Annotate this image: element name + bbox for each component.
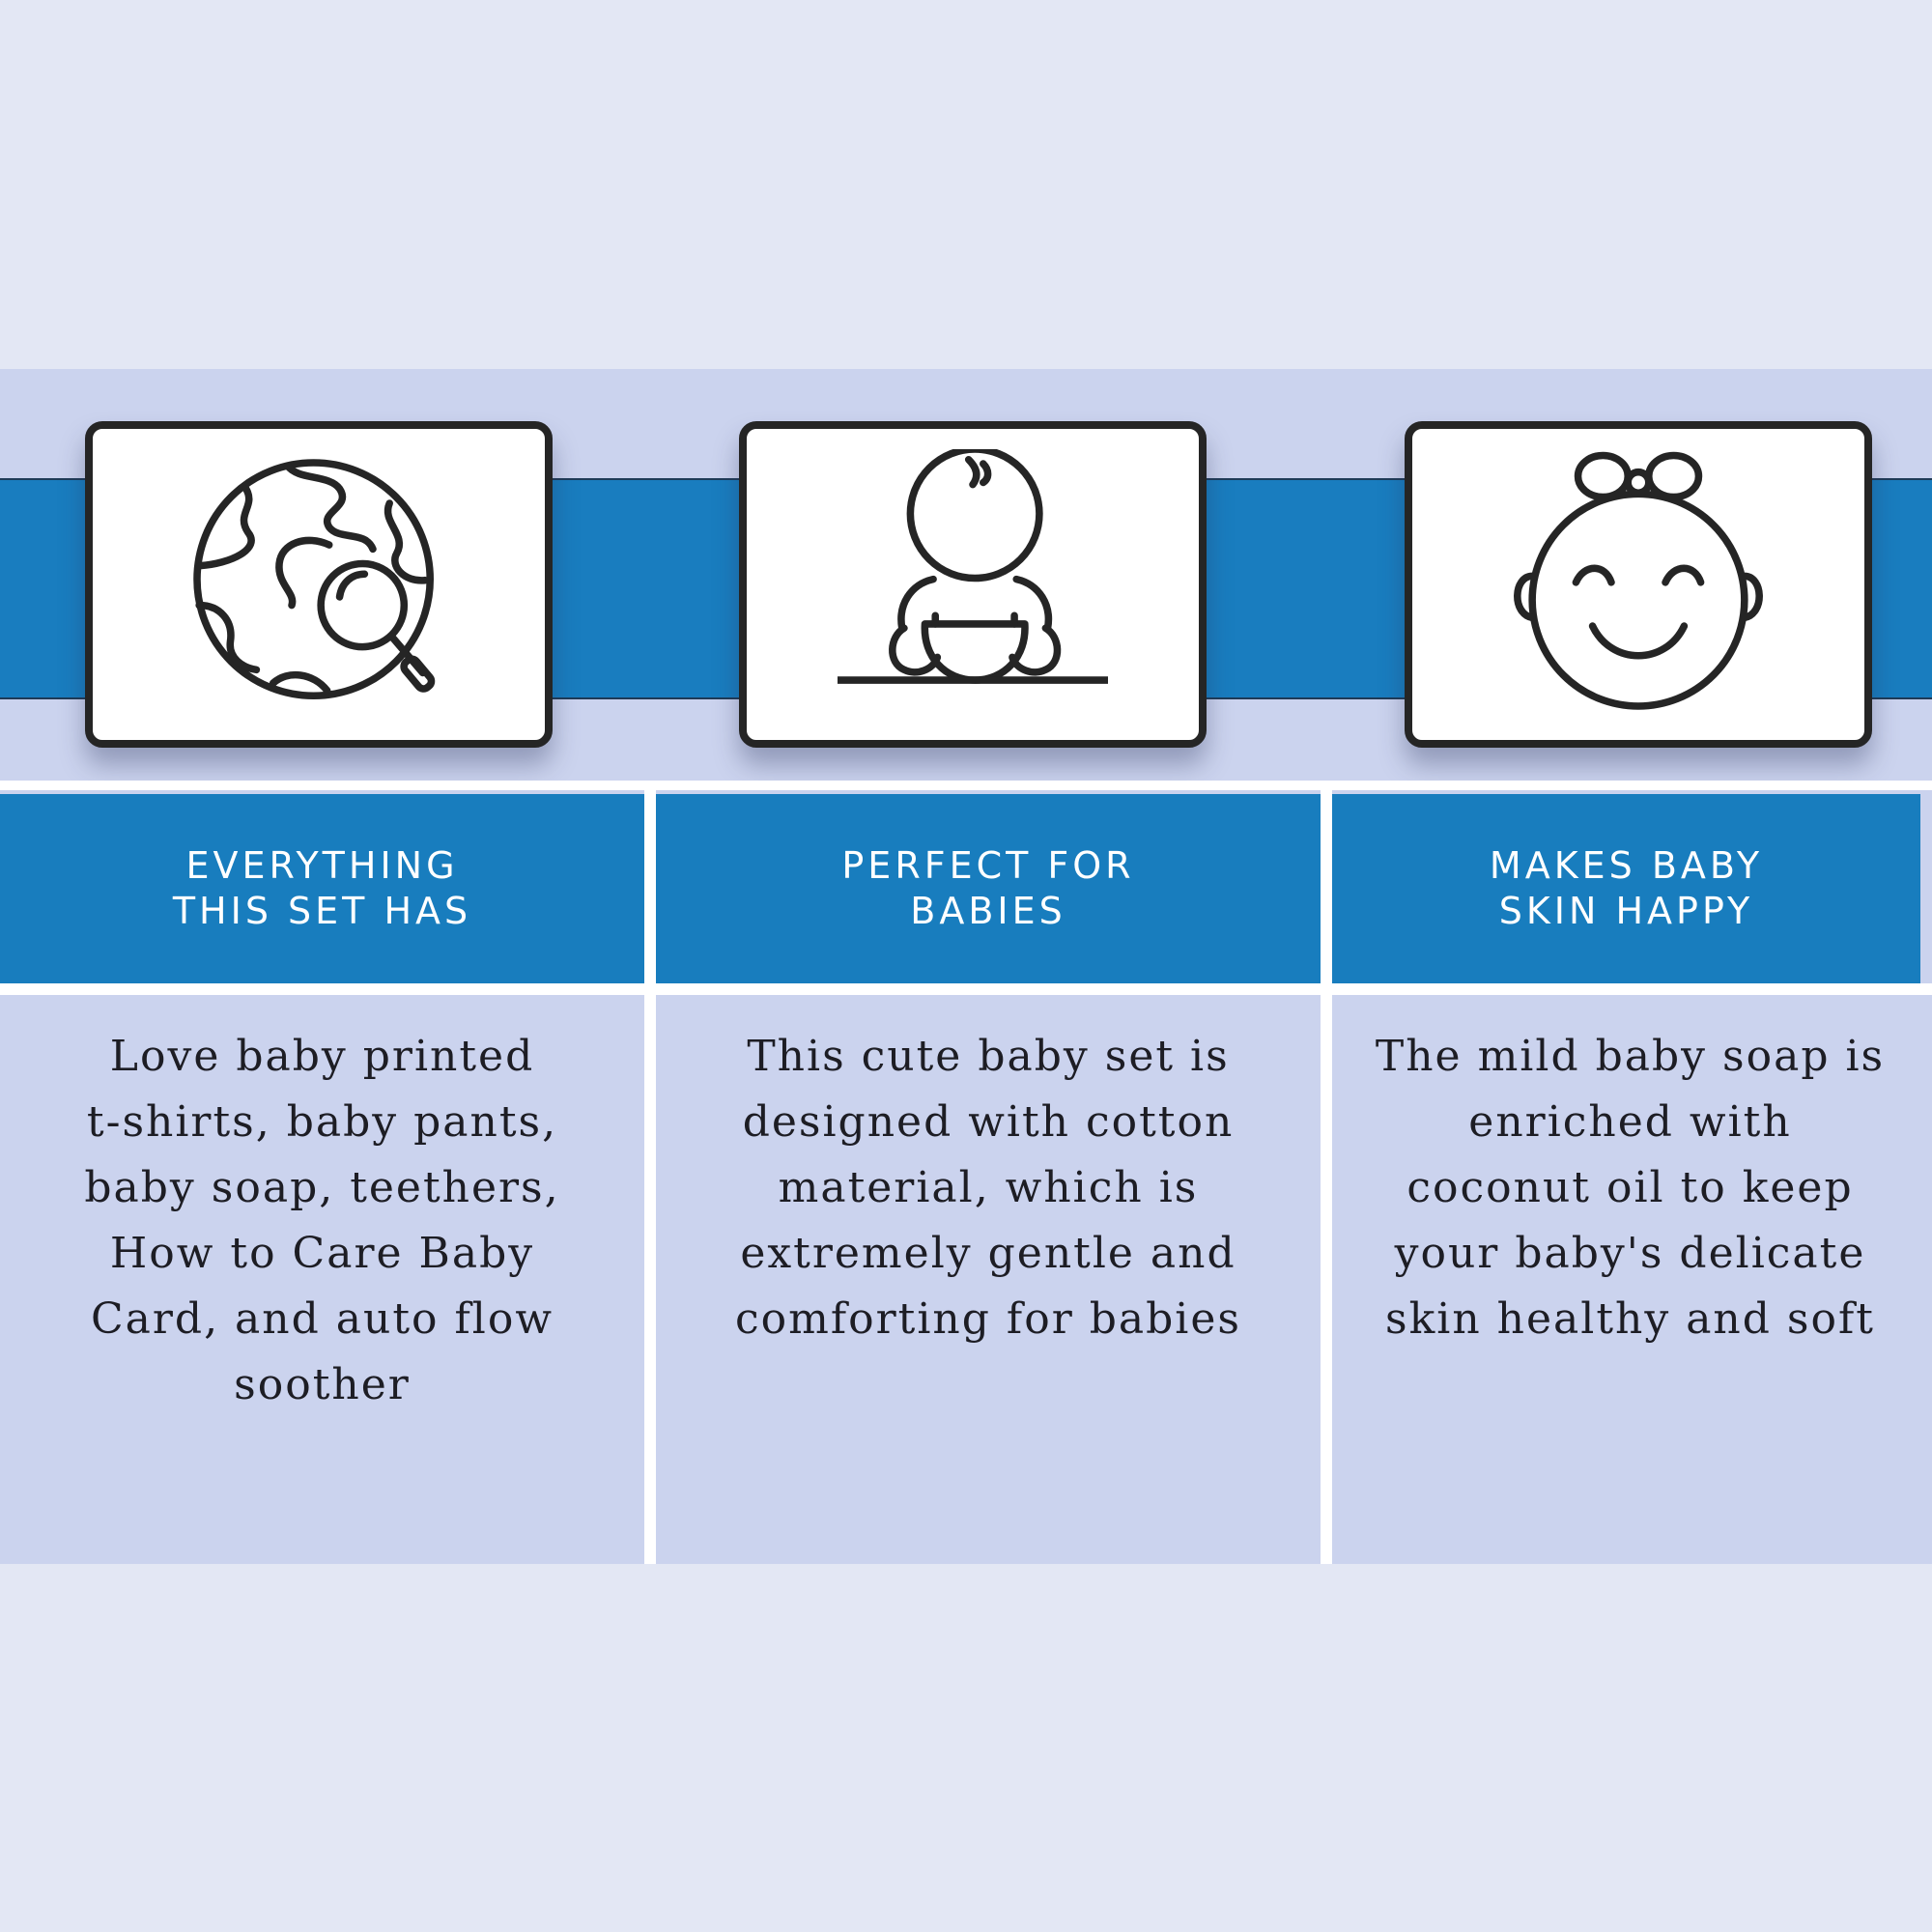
column-divider bbox=[1321, 781, 1332, 1564]
globe-search-icon bbox=[193, 459, 436, 699]
globe-card bbox=[85, 421, 553, 748]
feature-title-cell: PERFECT FOR BABIES bbox=[656, 794, 1321, 983]
feature-description: This cute baby set is designed with cott… bbox=[735, 1032, 1241, 1344]
sitting-baby-icon bbox=[838, 449, 1108, 684]
row-divider bbox=[0, 983, 1932, 995]
feature-title: PERFECT FOR BABIES bbox=[841, 843, 1135, 933]
column-divider bbox=[644, 781, 656, 1564]
feature-title-cell: EVERYTHING THIS SET HAS bbox=[0, 794, 644, 983]
smiling-baby-face-icon bbox=[1514, 451, 1763, 710]
baby-face-card bbox=[1405, 421, 1872, 748]
feature-title-cell: MAKES BABY SKIN HAPPY bbox=[1332, 794, 1920, 983]
feature-description: The mild baby soap is enriched with coco… bbox=[1375, 1032, 1886, 1344]
separator-line bbox=[0, 781, 1932, 790]
baby-card bbox=[739, 421, 1207, 748]
feature-description: Love baby printed t-shirts, baby pants, … bbox=[84, 1032, 560, 1409]
feature-title: EVERYTHING THIS SET HAS bbox=[172, 843, 472, 933]
feature-title: MAKES BABY SKIN HAPPY bbox=[1489, 843, 1764, 933]
